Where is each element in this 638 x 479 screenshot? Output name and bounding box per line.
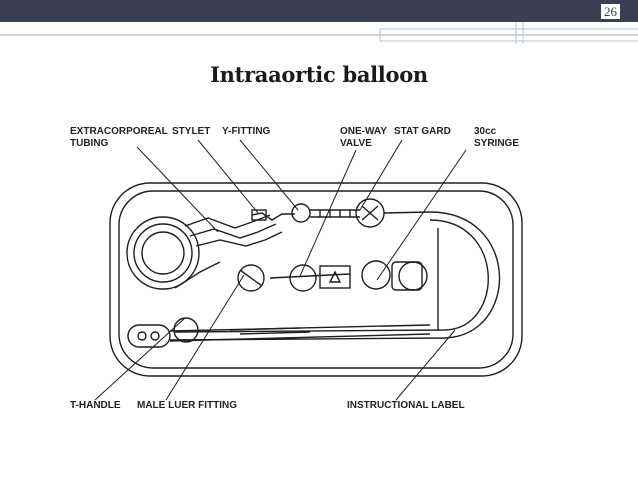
one-way-valve [355,198,431,228]
tray-inner [118,190,514,369]
label-30cc: 30cc [474,126,497,137]
leader-lines [94,139,467,401]
label-extracorporeal: EXTRACORPOREAL [70,126,168,137]
tray-outer [109,182,523,377]
label-syringe: SYRINGE [474,138,519,149]
slide-title: Intraaortic balloon [210,62,428,87]
middle-row-components [237,260,428,292]
label-male-luer: MALE LUER FITTING [137,400,237,411]
label-extracorporeal-line2: TUBING [70,138,109,149]
stylet-y-fitting-assembly [251,203,360,223]
label-y-fitting: Y-FITTING [222,126,271,137]
label-valve: VALVE [340,138,372,149]
label-stylet: STYLET [172,126,210,137]
label-instructional: INSTRUCTIONAL LABEL [347,400,465,411]
slide-number: 26 [601,4,620,19]
header-accent-lines [0,22,638,44]
iabp-kit-diagram: EXTRACORPOREAL TUBING STYLET Y-FITTING O… [70,126,523,411]
label-one-way: ONE-WAY [340,126,387,137]
label-t-handle: T-HANDLE [70,400,121,411]
catheter-t-handle [127,317,431,348]
instructional-label-loop [169,211,501,341]
top-bar [0,0,638,22]
label-stat-gard: STAT GARD [394,126,451,137]
extracorporeal-tubing-coil [126,214,283,290]
